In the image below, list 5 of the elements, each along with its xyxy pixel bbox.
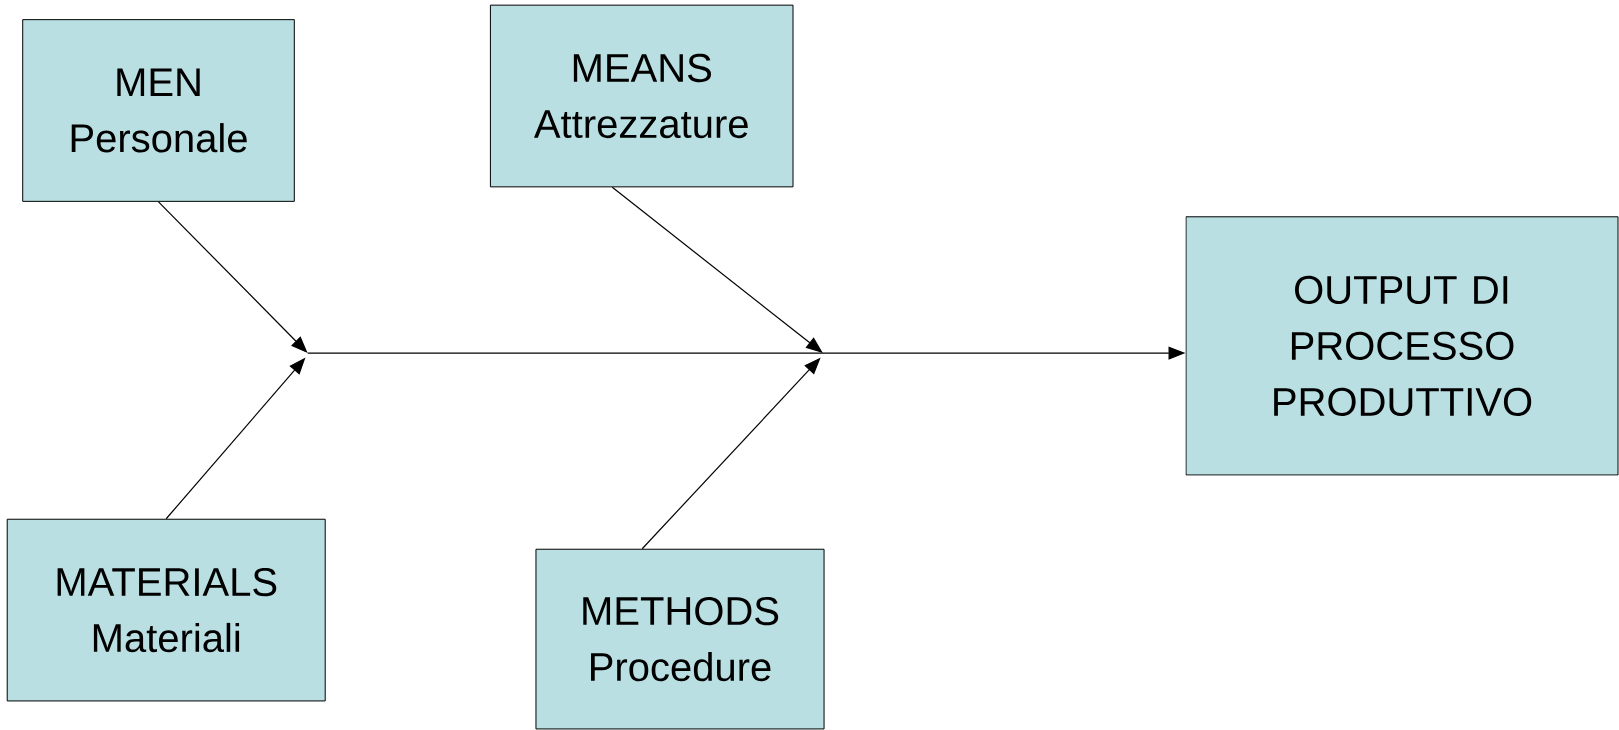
cause-box: METHODS Procedure [535, 548, 825, 730]
cause-box: MATERIALS Materiali [6, 518, 326, 702]
cause-box: OUTPUT DI PROCESSO PRODUTTIVO [1185, 216, 1619, 476]
cause-box: MEN Personale [22, 19, 295, 202]
cause-box: MEANS Attrezzature [489, 4, 794, 188]
